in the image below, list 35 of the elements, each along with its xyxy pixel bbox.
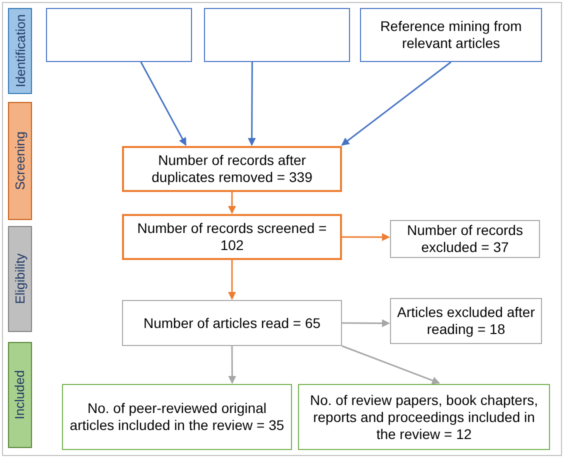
- box-text: Number of records excluded = 37: [406, 222, 524, 256]
- process-box: [298, 384, 550, 450]
- arrow: [342, 233, 390, 242]
- box-text: No. of peer-reviewed original articles included in the review = 35: [68, 400, 286, 434]
- arrow: [342, 319, 390, 328]
- box-text: Number of articles read = 65: [142, 314, 322, 332]
- process-box: [122, 214, 342, 260]
- arrow: [341, 61, 452, 146]
- process-box: [390, 220, 540, 258]
- process-box: [204, 8, 350, 62]
- box-text: No. of review papers, book chapters, reports and proceedings included in the review = 12: [308, 392, 539, 442]
- stage-band: [8, 102, 32, 220]
- stage-label: Included: [11, 370, 28, 420]
- process-box: [62, 384, 292, 450]
- process-box: [122, 146, 342, 192]
- stage-label: Eligibility: [11, 254, 28, 304]
- stage-band: [8, 226, 32, 332]
- arrow: [248, 62, 256, 146]
- arrow: [140, 62, 186, 146]
- arrow: [228, 346, 236, 384]
- stage-band: [8, 8, 32, 94]
- box-text: Number of records after duplicates removed = 339: [150, 152, 314, 186]
- stage-label: Screening: [11, 132, 28, 190]
- process-box: [46, 8, 192, 62]
- arrow: [228, 192, 236, 214]
- process-box: [360, 8, 542, 62]
- stage-label: Identification: [11, 14, 28, 88]
- box-text: Reference mining from relevant articles: [379, 18, 523, 52]
- process-box: [122, 300, 342, 346]
- stage-band: [8, 342, 32, 448]
- box-text: Articles excluded after reading = 18: [396, 304, 536, 338]
- arrow: [228, 260, 236, 300]
- arrow: [342, 345, 440, 384]
- box-text: Number of records screened = 102: [136, 220, 328, 254]
- process-box: [390, 298, 542, 344]
